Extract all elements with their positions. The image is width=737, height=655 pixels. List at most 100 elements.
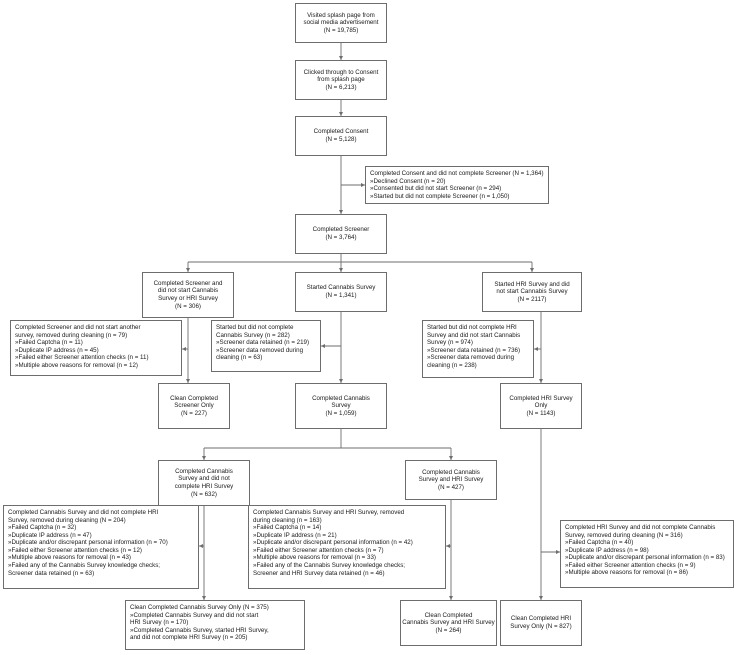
box-text-line: (N = 427) (438, 483, 464, 491)
hri-removed-box: Completed HRI Survey and did not complet… (560, 520, 734, 588)
box-text-line: and did not complete HRI Survey (n = 205… (130, 634, 248, 642)
cann-no-hri-removed-box: Completed Cannabis Survey and did not co… (3, 505, 199, 589)
arrowhead (182, 347, 186, 351)
box-text-line: cleaning (n = 238) (427, 361, 477, 369)
box-text-line: »Started but did not complete Screener (… (370, 192, 510, 200)
arrowhead (556, 550, 560, 554)
box-text-line: »Failed Captcha (n = 14) (253, 524, 322, 532)
box-text-line: Completed HRI Survey and did not complet… (565, 524, 716, 531)
box-text-line: Completed HRI Survey (509, 394, 573, 402)
box-text-line: »Multiple above reasons for removal (n =… (565, 569, 688, 577)
box-text-line: social media advertisement (303, 19, 379, 27)
box-text-line: not start Cannabis Survey (496, 288, 568, 296)
no-screener-box: Completed Consent and did not complete S… (365, 166, 549, 204)
box-text-line: Visited splash page from (307, 11, 375, 19)
arrowhead (449, 596, 453, 600)
box-text-line: Completed Consent (313, 128, 369, 136)
arrowhead (202, 456, 206, 460)
box-text-line: HRI Survey (n = 170) (130, 619, 189, 627)
box-text-line: »Failed Captcha (n = 11) (15, 339, 83, 347)
box-text-line: »Consented but did not start Screener (n… (370, 185, 502, 193)
box-text-line: Survey Only (N = 827) (510, 623, 572, 630)
box-text-line: Completed Cannabis (175, 467, 233, 475)
box-text-line: (N = 6,213) (325, 83, 357, 91)
box-text-line: »Failed Captcha (n = 32) (8, 524, 77, 532)
arrowhead (339, 56, 343, 60)
box-text-line: Survey (331, 402, 351, 410)
box-text-line: »Failed any of the Cannabis Survey knowl… (253, 561, 406, 569)
box-text-line: Completed Screener and (153, 279, 223, 287)
box-text-line: (N = 5,128) (325, 136, 357, 143)
arrowhead (530, 268, 534, 272)
box-text-line: »Screener data removed during (427, 354, 515, 362)
box-text-line: »Screener data removed during (216, 346, 304, 354)
box-text-line: (N = 1143) (526, 409, 556, 417)
box-text-line: »Failed either Screener attention checks… (15, 354, 149, 362)
box-text-line: Survey and did not start Cannabis (427, 331, 521, 339)
box-text-line: »Failed either Screener attention checks… (565, 561, 696, 569)
box-text-line: Completed Screener and did not start ano… (15, 324, 141, 331)
arrowhead (446, 544, 450, 548)
box-text-line: Survey, removed during cleaning (N = 204… (8, 516, 126, 524)
arrowhead (186, 379, 190, 383)
arrowhead (539, 596, 543, 600)
box-text-line: from splash page (317, 76, 365, 84)
box-text-line: (N = 306) (175, 302, 201, 310)
box-text-line: Survey or HRI Survey (158, 295, 218, 302)
box-text-line: (N = 227) (181, 409, 207, 417)
box-text-line: Completed Cannabis Survey and did not co… (8, 509, 159, 516)
arrowhead (449, 456, 453, 460)
arrowhead (339, 268, 343, 272)
box-text-line: Survey and did not (178, 475, 230, 483)
screener-box: Completed Screener(N = 3,764) (295, 214, 387, 254)
box-text-line: Screener Only (174, 402, 214, 410)
arrowhead (202, 596, 206, 600)
box-text-line: »Duplicate and/or discrepant personal in… (253, 539, 413, 547)
box-text-line: Started but did not complete HRI (427, 324, 517, 331)
box-text-line: Cannabis Survey (n = 282) (216, 331, 290, 339)
consent-box: Completed Consent(N = 5,128) (295, 116, 387, 156)
box-text-line: Screener and HRI Survey data retained (n… (253, 569, 385, 577)
cann-hri-removed-box: Completed Cannabis Survey and HRI Survey… (248, 505, 446, 589)
box-text-line: »Failed Captcha (n = 40) (565, 539, 634, 547)
arrowhead (339, 379, 343, 383)
arrowhead (539, 379, 543, 383)
box-text-line: Screener data retained (n = 63) (8, 569, 95, 577)
box-text-line: survey, removed during cleaning (n = 79) (15, 331, 128, 339)
box-text-line: Clean Completed (170, 394, 218, 402)
box-text-line: Started Cannabis Survey (306, 284, 376, 292)
box-text-line: (N = 2117) (517, 295, 547, 303)
box-text-line: »Screener data retained (n = 736) (427, 346, 521, 354)
box-text-line: »Multiple above reasons for removal (n =… (8, 554, 131, 562)
box-text-line: Clean Completed (424, 611, 473, 619)
box-text-line: Completed Screener (312, 226, 370, 234)
box-text-line: during cleaning (n = 163) (253, 516, 322, 524)
box-text-line: »Failed either Screener attention checks… (8, 546, 142, 554)
box-text-line: »Screener data retained (n = 219) (216, 339, 310, 347)
arrowhead (321, 344, 325, 348)
box-text-line: »Multiple above reasons for removal (n =… (253, 554, 376, 562)
box-text-line: »Duplicate and/or discrepant personal in… (565, 554, 725, 562)
box-text-line: »Completed Cannabis Survey, started HRI … (130, 626, 269, 634)
box-text-line: »Failed any of the Cannabis Survey knowl… (8, 561, 161, 569)
box-text-line: Clean Completed Cannabis Survey Only (N … (130, 604, 269, 611)
box-text-line: Started but did not complete (216, 324, 294, 331)
box-text-line: did not start Cannabis (157, 287, 219, 295)
screener-removed-box: Completed Screener and did not start ano… (10, 320, 182, 376)
box-text-line: »Duplicate IP address (n = 47) (8, 531, 92, 539)
box-text-line: Completed Cannabis (312, 394, 370, 402)
arrowhead (186, 268, 190, 272)
box-text-line: »Declined Consent (n = 20) (370, 177, 446, 185)
